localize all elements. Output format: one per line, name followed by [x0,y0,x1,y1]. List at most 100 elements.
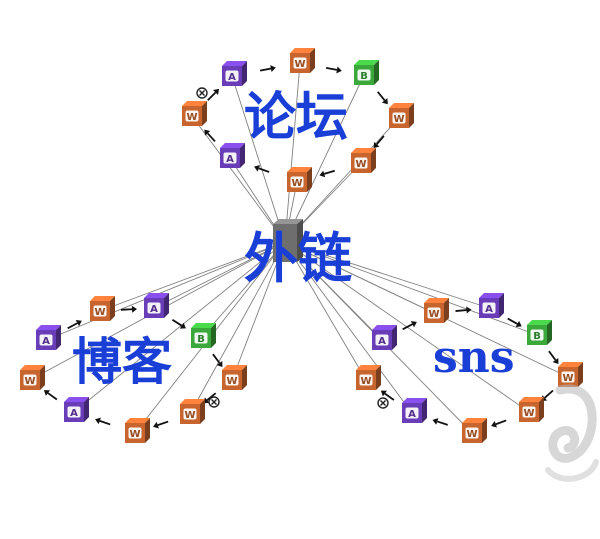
svg-text:A: A [228,72,236,83]
svg-text:W: W [184,410,195,421]
spoke-line-top-1 [284,62,301,243]
cube-node-icon: W [125,418,150,443]
no-entry-icon [208,396,220,408]
cube-node-icon: W [424,298,449,323]
spoke-line-right-3 [284,241,538,336]
svg-text:A: A [485,304,493,315]
arrow-icon [373,135,385,149]
spoke-line-top-2 [284,74,365,243]
spoke-line-right-7 [284,241,413,414]
cube-node-icon: W [356,365,381,390]
arrow-icon [432,418,448,426]
cube-node-icon: A [479,293,504,318]
cube-node-icon: W [90,296,115,321]
spoke-line-left-7 [73,241,286,413]
arrow-icon [402,321,417,331]
spoke-line-top-3 [284,117,400,243]
cube-node-icon: W [182,101,207,126]
cube-node-icon: W [20,365,45,390]
no-entry-icon [377,397,389,409]
svg-text:A: A [150,304,158,315]
svg-text:A: A [226,154,234,165]
cube-node-icon: B [354,60,379,85]
svg-text:W: W [94,307,105,318]
arrow-icon [548,350,559,365]
svg-text:W: W [186,112,197,123]
svg-text:W: W [562,373,573,384]
hub-block [273,219,303,262]
cube-node-icon: A [372,325,397,350]
ring-arrows [43,65,559,429]
arrow-icon [95,417,111,426]
svg-text:W: W [291,178,302,189]
cube-node-icon: W [519,397,544,422]
cube-node-icon: A [144,293,169,318]
ring-nodes: A W B W W W A W A W A B W W W A W A W A B W W W A W [20,48,583,443]
cube-node-icon: A [220,143,245,168]
svg-text:A: A [70,408,78,419]
cube-node-icon: A [402,398,427,423]
arrow-icon [207,88,220,101]
cube-node-icon: W [351,148,376,173]
svg-text:W: W [294,59,305,70]
arrow-icon [204,129,216,143]
arrow-icon [491,419,507,428]
arrow-icon [67,320,82,330]
spoke-line-left-2 [153,241,286,309]
cluster-label-blog: 博客 [72,333,172,391]
svg-text:W: W [393,114,404,125]
svg-text:W: W [523,408,534,419]
cube-node-icon: A [36,325,61,350]
svg-text:B: B [197,334,205,345]
cube-node-icon: W [558,362,583,387]
cluster-label-sns: sns [433,332,515,383]
svg-text:A: A [378,336,386,347]
svg-text:W: W [24,376,35,387]
cube-node-icon: W [180,399,205,424]
arrow-icon [254,165,270,173]
cube-node-icon: A [222,61,247,86]
cluster-label-forum: 论坛 [244,88,349,148]
svg-text:W: W [466,429,477,440]
cube-node-icon: W [222,365,247,390]
corner-decoration [545,384,599,482]
spoke-line-right-2 [284,241,490,309]
arrow-icon [259,65,276,72]
spoke-line-left-5 [189,241,286,415]
arrow-icon [380,390,395,401]
svg-text:W: W [360,376,371,387]
cube-node-icon: A [64,397,89,422]
block-marks [196,87,389,409]
arrow-icon [120,305,137,313]
spoke-line-right-8 [284,241,367,381]
arrow-icon [455,306,472,314]
svg-text:A: A [42,336,50,347]
svg-text:B: B [533,331,541,342]
spoke-line-left-0 [45,241,286,341]
cube-node-icon: W [462,418,487,443]
arrow-icon [377,91,388,105]
arrow-icon [43,390,58,401]
arrow-icon [212,353,223,368]
svg-text:B: B [360,71,368,82]
svg-text:W: W [226,376,237,387]
swirl-watermark-icon [545,384,599,482]
spoke-line-left-3 [200,241,286,339]
svg-text:A: A [408,409,416,420]
arrow-icon [171,319,186,329]
arrow-icon [153,420,169,429]
spoke-line-top-7 [191,115,286,243]
hub-label: 外链 [244,227,352,290]
cube-node-icon: W [290,48,315,73]
spoke-line-left-4 [231,241,286,381]
cube-node-icon: B [191,323,216,348]
no-entry-icon [196,87,208,99]
cube-node-icon: W [389,103,414,128]
spoke-line-top-0 [231,75,286,243]
svg-text:W: W [428,309,439,320]
arrow-icon [507,317,522,328]
svg-text:W: W [355,159,366,170]
arrow-icon [319,169,336,178]
